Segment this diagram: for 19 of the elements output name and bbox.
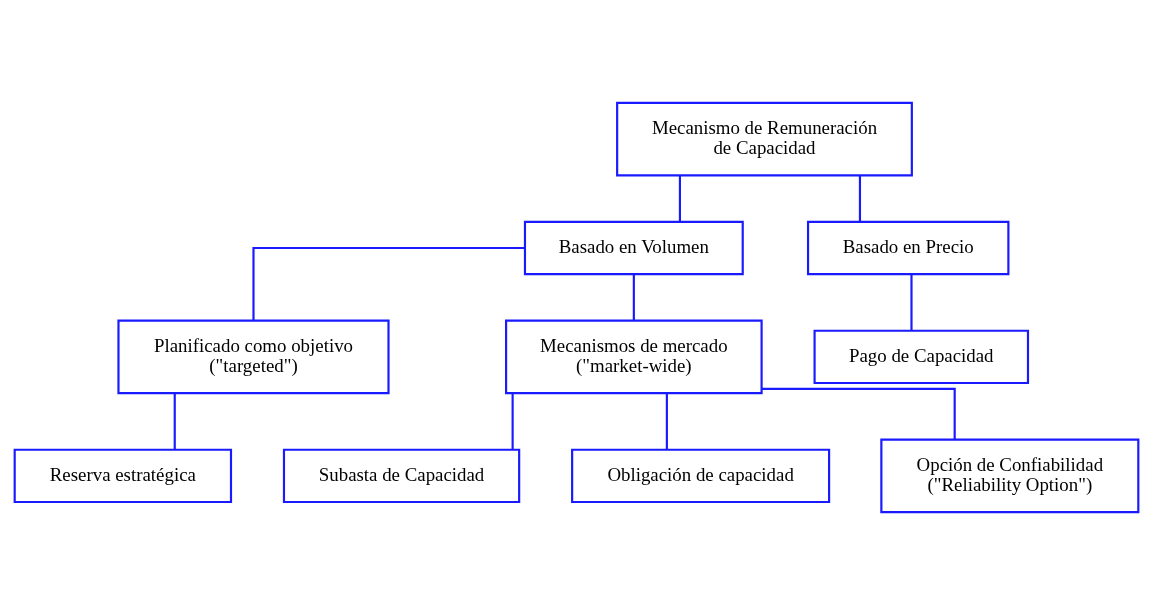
connector [678,175,682,222]
connector [632,273,635,320]
connector [511,392,514,450]
connector [173,392,176,450]
node-box: Basado en Precio [806,220,1010,275]
connector [910,273,913,330]
node-box: Pago de Capacidad [813,329,1030,384]
node-box: Mecanismo de Remuneración de Capacidad [616,101,913,176]
node-box: Opción de Confiabilidad ("Reliability Option") [880,438,1140,513]
node-box: Subasta de Capacidad [282,448,521,503]
connector [762,387,956,439]
connector [665,392,668,450]
node-box: Mecanismos de mercado ("market-wide) [505,319,763,394]
node-box: Obligación de capacidad [571,448,831,503]
connector [858,175,862,222]
node-box: Planificado como objetivo ("targeted") [117,319,390,394]
connector [252,246,525,320]
node-box: Basado en Volumen [523,220,744,275]
node-box: Reserva estratégica [13,448,233,503]
